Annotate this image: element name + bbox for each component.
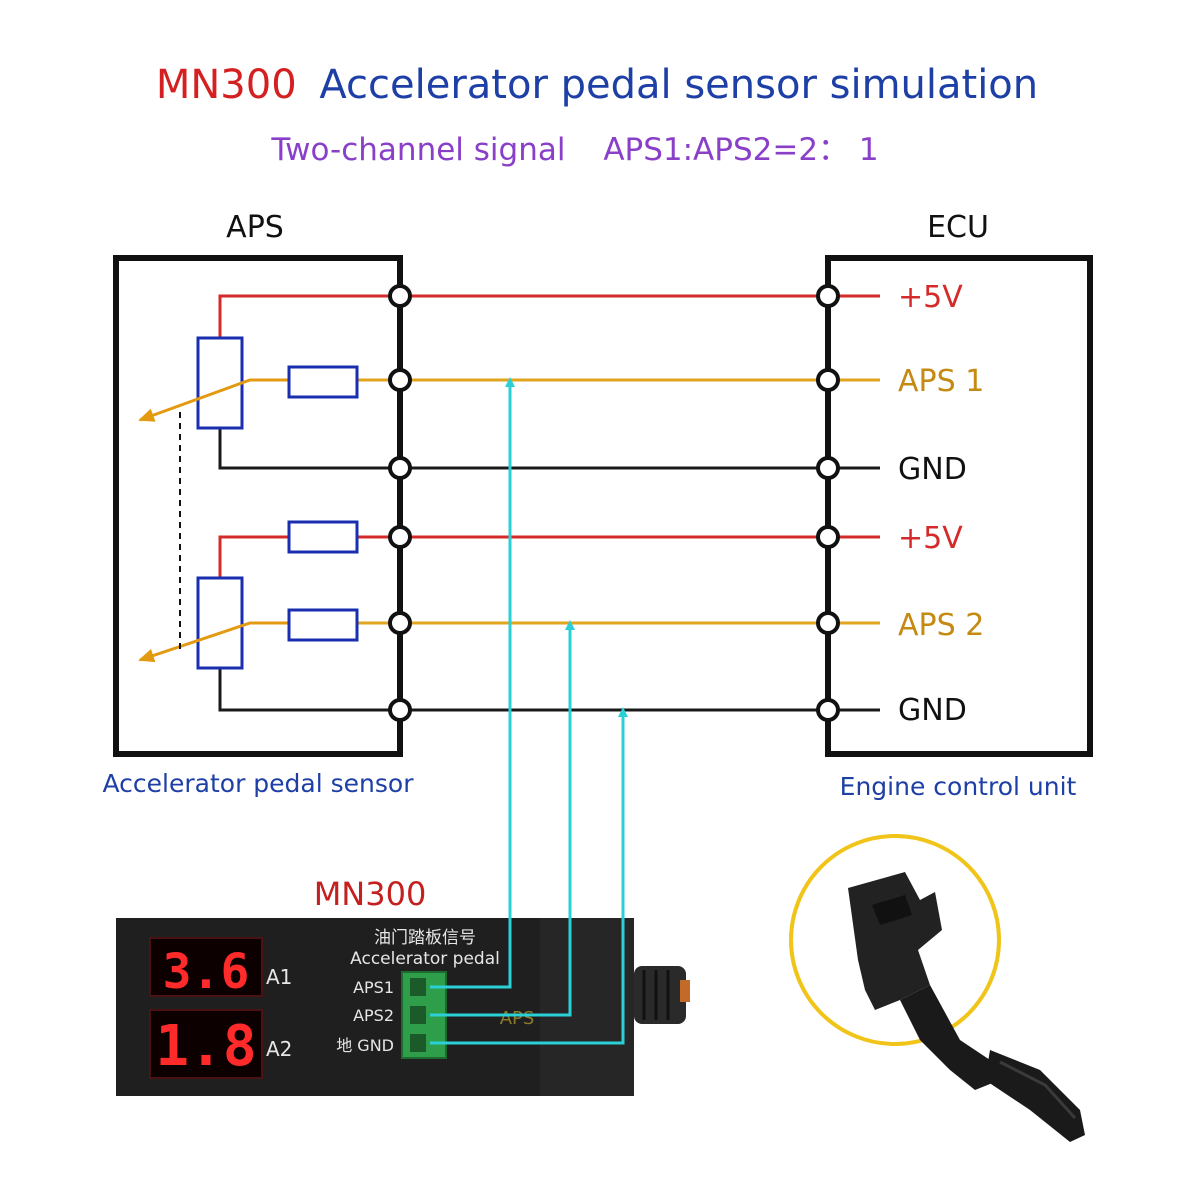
ch2-gnd-trace <box>218 668 400 712</box>
device-side <box>540 918 634 1096</box>
subtitle-ratio: APS1:APS2=2： 1 <box>603 132 878 168</box>
tap-aps1 <box>430 377 515 989</box>
pedal-highlight-ring <box>789 834 1001 1046</box>
device-label-cn: 油门踏板信号 <box>374 928 476 948</box>
terminal-icon <box>388 611 412 635</box>
resistor-icon <box>287 365 359 399</box>
terminal-label-gnd: 地 GND <box>336 1036 394 1055</box>
ecu-box <box>825 255 1093 757</box>
aps-caption: Accelerator pedal sensor <box>103 769 415 798</box>
device-label-en: Accelerator pedal <box>350 949 500 969</box>
ch2-wiper <box>138 621 289 663</box>
channel-a2-label: A2 <box>266 1037 292 1061</box>
ecu-pin-label: +5V <box>898 521 963 556</box>
display-a2: 1.8 <box>155 1014 256 1079</box>
main-wires <box>400 294 880 712</box>
tap-wires <box>430 377 628 1045</box>
device-panel-mark: APS <box>500 1008 535 1029</box>
terminal-icon <box>816 611 840 635</box>
terminal-icon <box>816 368 840 392</box>
title-rest: Accelerator pedal sensor simulation <box>319 62 1038 108</box>
tap-aps2 <box>430 620 575 1017</box>
ecu-pin-label: GND <box>898 452 967 487</box>
aps-box <box>113 255 403 757</box>
page-subtitle: Two-channel signal APS1:APS2=2： 1 <box>270 132 878 168</box>
terminal-icon <box>388 284 412 308</box>
aps-circuit <box>138 294 400 712</box>
resistor-icon <box>287 608 359 642</box>
ecu-pin-label: GND <box>898 693 967 728</box>
terminal-label-aps2: APS2 <box>353 1006 394 1025</box>
ecu-heading: ECU <box>927 210 989 245</box>
resistor-icon <box>287 520 359 554</box>
terminal-icon <box>388 698 412 722</box>
led-display-icon <box>149 937 263 1079</box>
potentiometer-icon <box>196 576 244 670</box>
knob-icon <box>634 966 690 1024</box>
device-name: MN300 <box>314 875 427 913</box>
pedal-icon <box>848 872 1085 1142</box>
ecu-pin-label: APS 1 <box>898 364 984 399</box>
ecu-terminals <box>816 284 840 722</box>
terminal-icon <box>388 525 412 549</box>
page-title: MN300 Accelerator pedal sensor simulatio… <box>156 62 1038 108</box>
terminal-icon <box>816 698 840 722</box>
tap-gnd <box>430 707 628 1045</box>
terminal-label-aps1: APS1 <box>353 978 394 997</box>
subtitle-signal: Two-channel signal <box>270 132 565 168</box>
aps-terminals <box>388 284 412 722</box>
terminal-icon <box>388 456 412 480</box>
ch1-gnd-trace <box>218 428 400 470</box>
aps-heading: APS <box>226 210 284 245</box>
ecu-pin-labels: +5V APS 1 GND +5V APS 2 GND <box>898 280 984 728</box>
ecu-caption: Engine control unit <box>840 772 1077 801</box>
title-model: MN300 <box>156 62 297 108</box>
terminal-icon <box>816 525 840 549</box>
display-a1: 3.6 <box>163 944 250 1000</box>
terminal-icon <box>388 368 412 392</box>
ch1-wiper <box>138 378 289 422</box>
ch1-5v-trace <box>218 294 400 338</box>
potentiometer-icon <box>196 336 244 430</box>
terminal-icon <box>816 284 840 308</box>
ecu-pin-label: +5V <box>898 280 963 315</box>
ch2-5v-trace <box>218 535 289 578</box>
channel-a1-label: A1 <box>266 965 292 989</box>
terminal-icon <box>816 456 840 480</box>
ecu-pin-label: APS 2 <box>898 608 984 643</box>
